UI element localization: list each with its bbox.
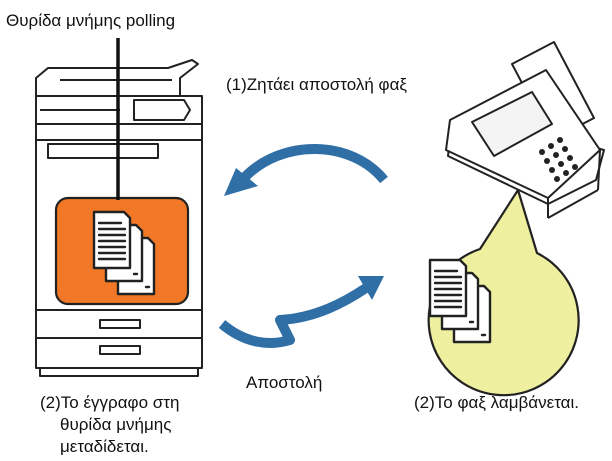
step1-request-label: (1)Ζητάει αποστολή φαξ xyxy=(226,75,408,94)
request-arrow xyxy=(224,144,388,196)
polling-memory-box-label: Θυρίδα μνήμης polling xyxy=(6,11,176,30)
step2-right-label: (2)Το φαξ λαμβάνεται. xyxy=(414,393,580,412)
send-arrow xyxy=(218,276,384,348)
step2-left-line3: μεταδίδεται. xyxy=(60,437,149,456)
send-label: Αποστολή xyxy=(246,373,323,392)
fax-keypad-icon xyxy=(539,137,578,182)
step2-left-line1: (2)Το έγγραφο στη xyxy=(40,393,180,412)
step2-left-line2: θυρίδα μνήμης xyxy=(60,415,172,434)
fax-machine-icon xyxy=(445,41,605,219)
